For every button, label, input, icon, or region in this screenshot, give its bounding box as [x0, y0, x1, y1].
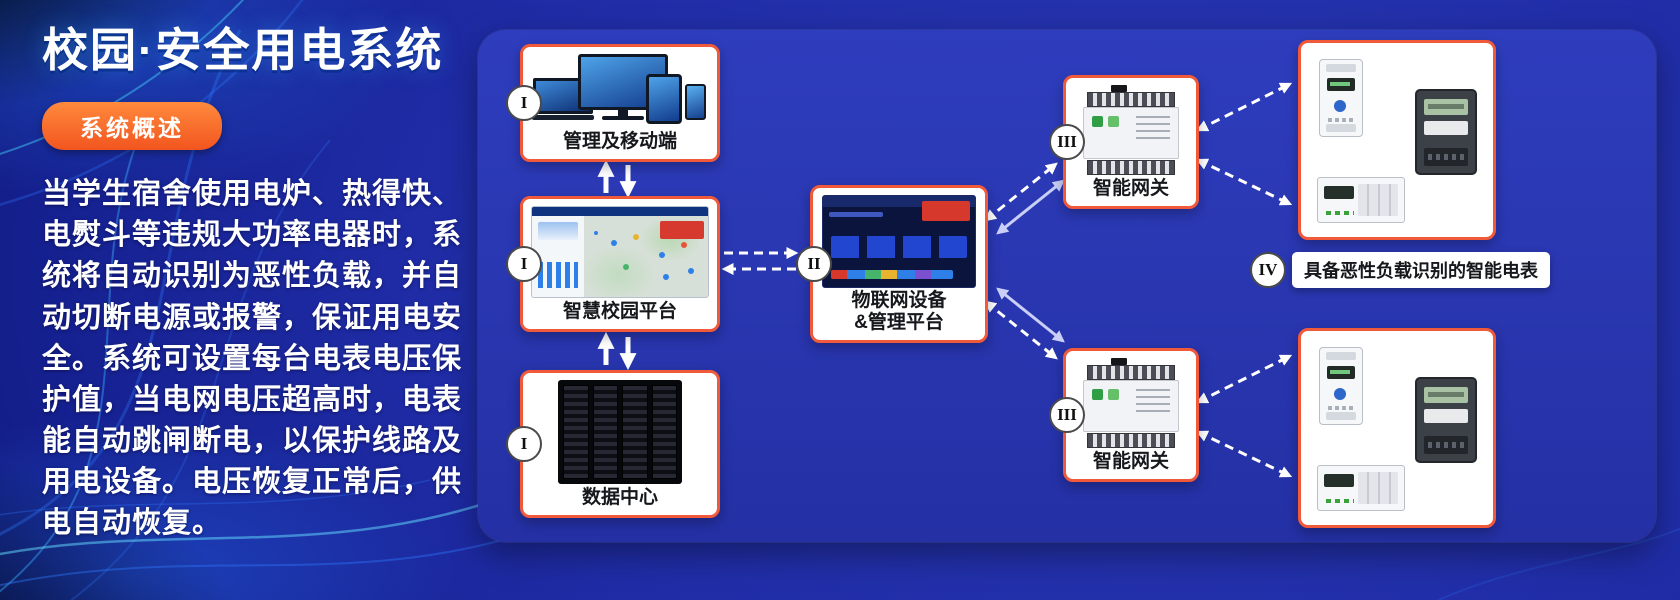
node-data-center: I 数据中心 [506, 370, 720, 518]
numeral-badge: III [1049, 124, 1085, 160]
gateway-usb-port [1111, 358, 1127, 365]
numeral-badge: I [506, 246, 542, 282]
node-management-mobile: I 管理及移动端 [506, 44, 720, 162]
gateway-illustration [1081, 358, 1181, 448]
node-label-line1: 物联网设备 [851, 290, 947, 312]
node-label-line2: &管理平台 [854, 312, 944, 334]
iot-alert-banner [922, 201, 970, 221]
dashboard-bar-chart [538, 262, 578, 288]
node-iot-platform: II 物联网设备 &管理平台 [796, 185, 988, 343]
numeral-badge: I [506, 426, 542, 462]
multi-module-meter-icon [1317, 465, 1405, 511]
din-meter-icon [1319, 59, 1363, 137]
page-title: 校园·安全用电系统 [42, 24, 444, 76]
server-rack [622, 385, 648, 479]
dashboard-chart [538, 222, 578, 240]
node-label: 智慧校园平台 [562, 301, 677, 323]
gateway-terminals-bottom [1087, 160, 1175, 175]
gateway-led [1092, 389, 1103, 400]
gateway-illustration [1081, 85, 1181, 175]
gateway-terminals-top [1087, 92, 1175, 107]
node-smart-meters-bottom [1298, 328, 1496, 528]
gateway-body [1083, 107, 1179, 159]
system-description: 当学生宿舍使用电炉、热得快、电熨斗等违规大功率电器时，系统将自动识别为恶性负载，… [42, 178, 463, 540]
tablet-icon [646, 74, 682, 124]
gateway-label-text [1136, 389, 1170, 415]
meters-illustration [1301, 43, 1493, 237]
node-label: 管理及移动端 [562, 131, 677, 153]
phone-icon [685, 84, 706, 120]
din-meter-icon [1319, 347, 1363, 425]
node-smart-gateway-top: III 智能网关 [1049, 75, 1199, 209]
iot-title-bar [829, 212, 883, 217]
numeral-badge: II [796, 246, 832, 282]
dashboard-alert-banner [660, 221, 704, 239]
meters-illustration [1301, 331, 1493, 525]
server-rack [651, 385, 677, 479]
map-markers [594, 231, 598, 235]
gateway-body [1083, 380, 1179, 432]
gateway-usb-port [1111, 85, 1127, 92]
devices-illustration [532, 54, 708, 126]
gateway-led [1108, 389, 1119, 400]
iot-screenshot-illustration [822, 195, 976, 289]
node-label: 数据中心 [581, 487, 658, 509]
overview-badge: 系统概述 [42, 102, 222, 150]
iot-topbar [823, 196, 975, 207]
node-label: 物联网设备 &管理平台 [851, 288, 946, 340]
gateway-led [1108, 116, 1119, 127]
gateway-led [1092, 116, 1103, 127]
server-racks-illustration [558, 380, 682, 484]
gateway-terminals-top [1087, 365, 1175, 380]
left-text-column: 校园·安全用电系统 系统概述 当学生宿舍使用电炉、热得快、电熨斗等违规大功率电器… [42, 14, 462, 545]
dashboard-topbar [532, 207, 708, 216]
numeral-badge: IV [1250, 252, 1286, 288]
kwh-meter-icon [1415, 89, 1477, 175]
dashboard-illustration [531, 206, 709, 298]
gateway-terminals-bottom [1087, 433, 1175, 448]
server-rack [592, 385, 618, 479]
node-smart-meters-top [1298, 40, 1496, 240]
caption-text: 具备恶性负载识别的智能电表 [1292, 252, 1550, 288]
kwh-meter-icon [1415, 377, 1477, 463]
node-label: 智能网关 [1092, 451, 1169, 473]
gateway-label-text [1136, 116, 1170, 142]
iot-status-strip [831, 270, 953, 280]
diagram-panel: I 管理及移动端 I 智慧校园平台 [478, 30, 1656, 542]
meters-caption: IV 具备恶性负载识别的智能电表 [1250, 252, 1550, 288]
iot-tiles [831, 236, 967, 258]
node-smart-gateway-bottom: III 智能网关 [1049, 348, 1199, 482]
numeral-badge: I [506, 85, 542, 121]
server-rack [563, 385, 589, 479]
multi-module-meter-icon [1317, 177, 1405, 223]
node-smart-campus-platform: I 智慧校园平台 [506, 196, 720, 332]
node-label: 智能网关 [1092, 178, 1169, 200]
numeral-badge: III [1049, 397, 1085, 433]
